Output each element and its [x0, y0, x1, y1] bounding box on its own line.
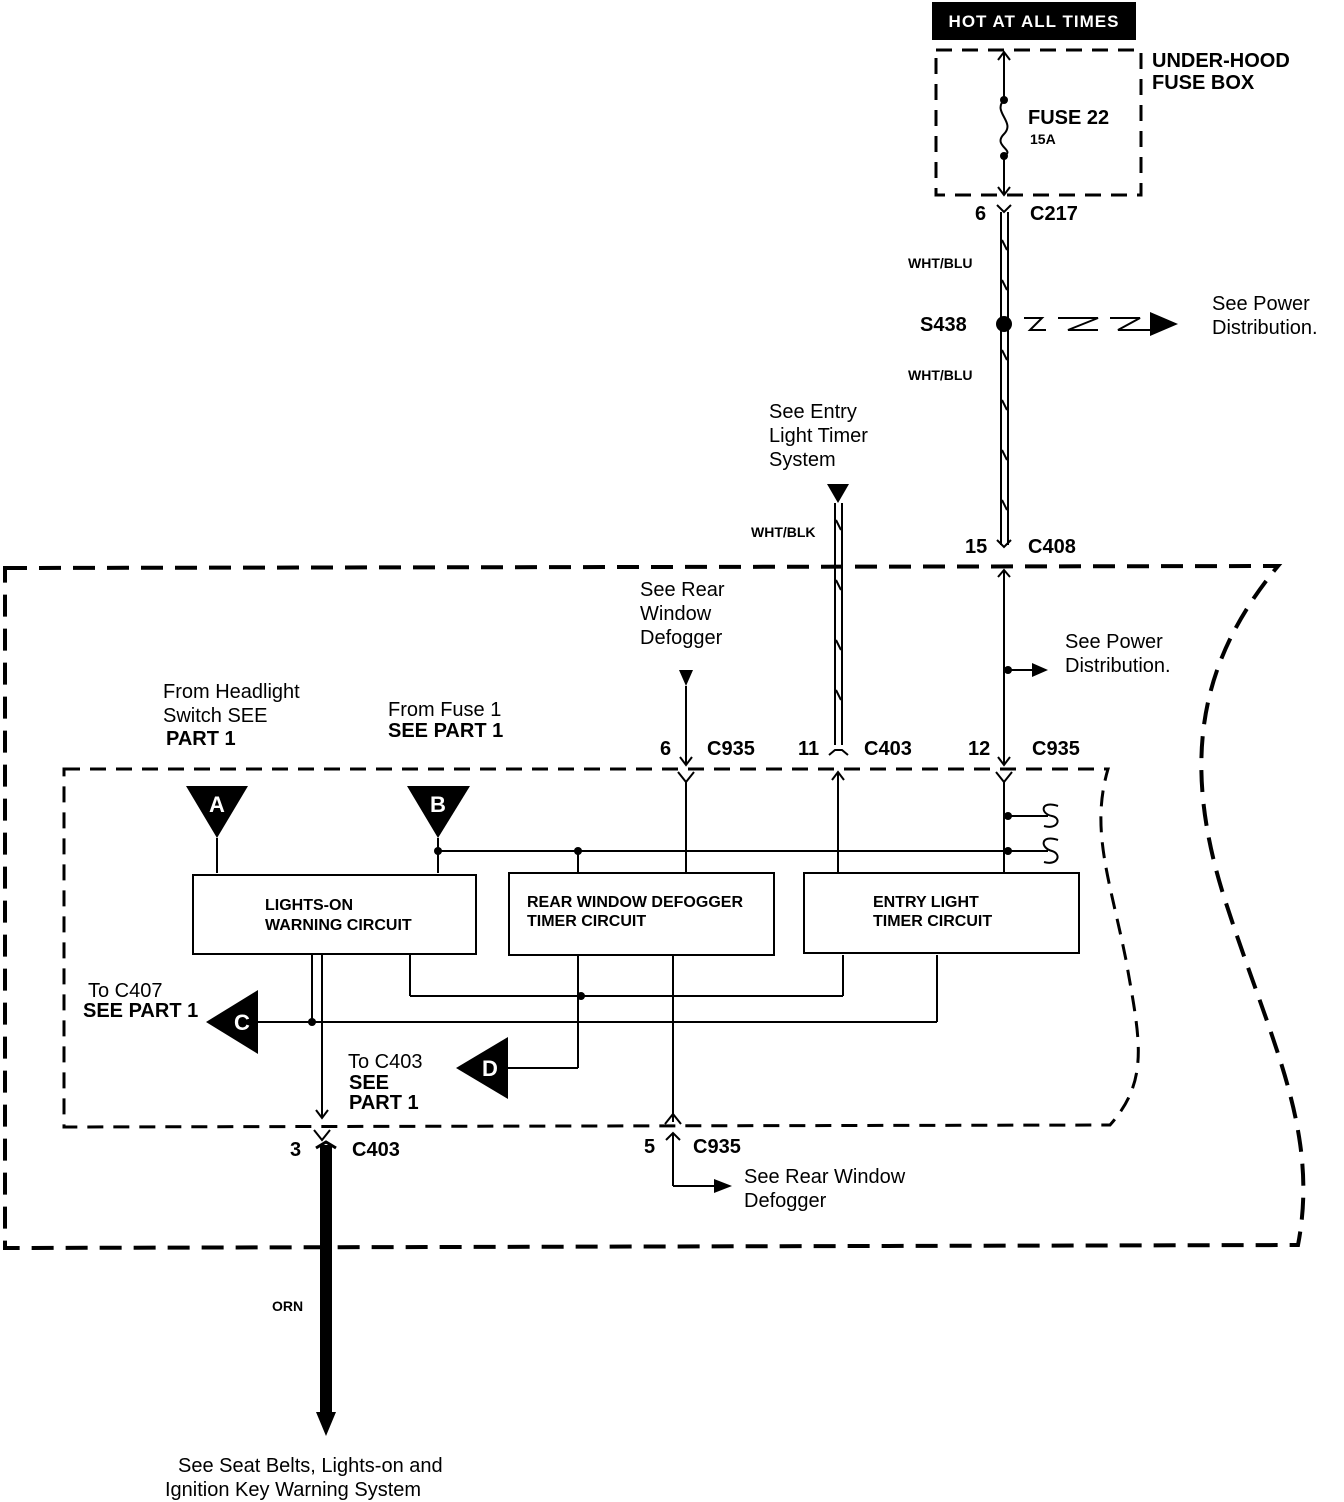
see-rear-defogger-top-1: See Rear: [640, 579, 725, 601]
lights-on-warning-label-2: WARNING CIRCUIT: [265, 917, 412, 934]
c935-6-label: C935: [707, 738, 755, 760]
c403-11-wire: [831, 770, 845, 873]
c935-12-pin: 12: [968, 738, 990, 760]
c217-label: C217: [1030, 203, 1078, 225]
c935-12-chevron-icon: [995, 771, 1013, 784]
c935-12-label: C935: [1032, 738, 1080, 760]
see-rear-defogger-top-3: Defogger: [640, 627, 723, 649]
to-c403-1: To C403: [348, 1051, 423, 1073]
triangle-a-letter: A: [209, 792, 225, 817]
orn-label: ORN: [272, 1298, 303, 1314]
s438-label: S438: [920, 314, 967, 336]
rear-defogger-label-2: TIMER CIRCUIT: [527, 913, 646, 930]
to-c403-3: PART 1: [349, 1092, 419, 1114]
wht-blu-label-bottom: WHT/BLU: [908, 367, 973, 383]
entry-light-timer-box: [803, 872, 1080, 954]
wht-blu-wire: [1000, 212, 1009, 545]
fuse-22-label: FUSE 22: [1028, 107, 1109, 129]
entry-light-label-2: TIMER CIRCUIT: [873, 913, 992, 930]
entry-light-ref-triangle-icon: [827, 484, 849, 503]
lights-on-warning-label-1: LIGHTS-ON: [265, 897, 353, 914]
outer-module-boundary: [3, 563, 1306, 1251]
fuse-box-label-2: FUSE BOX: [1152, 72, 1255, 94]
see-power-distribution-mid-1: See Power: [1065, 631, 1163, 653]
triangle-a-icon: [186, 786, 248, 838]
see-entry-light-3: System: [769, 449, 836, 471]
triangle-c-letter: C: [234, 1010, 250, 1035]
triangle-b-icon: [407, 786, 470, 838]
triangle-d-letter: D: [482, 1056, 498, 1081]
c408-pin: 15: [965, 536, 987, 558]
wht-blu-label-top: WHT/BLU: [908, 255, 973, 271]
wht-blk-wire: [834, 503, 843, 745]
fuse-box-label-1: UNDER-HOOD: [1152, 50, 1290, 72]
see-power-distribution-top-2: Distribution.: [1212, 317, 1318, 339]
c403-3-pin: 3: [290, 1139, 301, 1161]
rear-defogger-ref-triangle-icon: [679, 670, 693, 686]
fuse-22-symbol: [997, 50, 1011, 197]
c935-5-pin: 5: [644, 1136, 655, 1158]
rear-window-defogger-timer-box: [508, 872, 775, 956]
c403-11-label: C403: [864, 738, 912, 760]
fuse-22-rating: 15A: [1030, 131, 1056, 147]
see-entry-light-1: See Entry: [769, 401, 857, 423]
triangle-d-icon: [456, 1037, 508, 1099]
see-rear-defogger-top-2: Window: [640, 603, 712, 625]
to-c407-1: To C407: [88, 980, 163, 1002]
entry-light-label-1: ENTRY LIGHT: [873, 894, 979, 911]
c403-11-connector-icon: [828, 749, 849, 756]
to-c403-2: SEE: [349, 1072, 389, 1094]
from-headlight-2: Switch SEE: [163, 705, 267, 727]
see-entry-light-2: Light Timer: [769, 425, 868, 447]
fuse1-bus: [434, 782, 1059, 873]
interconnect-wires: [258, 955, 938, 1142]
c935-6-pin: 6: [660, 738, 671, 760]
c217-pin: 6: [975, 203, 986, 225]
s438-splice-dot: [996, 316, 1012, 332]
from-headlight-1: From Headlight: [163, 681, 300, 703]
c935-6-chevron-icon: [677, 771, 695, 784]
see-power-distribution-top-1: See Power: [1212, 293, 1310, 315]
c935-5-wire: [665, 1131, 732, 1193]
see-seat-belts-2: Ignition Key Warning System: [165, 1479, 421, 1501]
c408-to-c935-wire: [997, 568, 1048, 767]
orn-wire: [315, 1140, 337, 1436]
rear-defogger-label-1: REAR WINDOW DEFOGGER: [527, 894, 743, 911]
lights-on-warning-circuit-box: [192, 874, 477, 955]
c935-5-label: C935: [693, 1136, 741, 1158]
power-distribution-arrow-top: [1024, 312, 1178, 336]
c403-3-label: C403: [352, 1139, 400, 1161]
wht-blk-label: WHT/BLK: [751, 524, 816, 540]
see-seat-belts-1: See Seat Belts, Lights-on and: [178, 1455, 443, 1477]
triangle-c-icon: [206, 990, 258, 1054]
c408-label: C408: [1028, 536, 1076, 558]
hot-at-all-times-banner: [932, 2, 1136, 40]
triangle-b-letter: B: [430, 792, 446, 817]
see-rear-defogger-bottom-2: Defogger: [744, 1190, 827, 1212]
c408-connector-icon: [996, 539, 1012, 549]
to-c407-2: SEE PART 1: [83, 1000, 198, 1022]
under-hood-fuse-box: [934, 48, 1143, 197]
from-headlight-3: PART 1: [166, 728, 236, 750]
c935-6-arrow-icon: [679, 756, 693, 767]
see-rear-defogger-bottom-1: See Rear Window: [744, 1166, 906, 1188]
c403-11-pin: 11: [798, 738, 819, 760]
c217-connector-icon: [996, 204, 1012, 214]
from-fuse1-2: SEE PART 1: [388, 720, 503, 742]
hot-at-all-times-label: HOT AT ALL TIMES: [949, 12, 1120, 31]
see-power-distribution-mid-2: Distribution.: [1065, 655, 1171, 677]
from-fuse1-1: From Fuse 1: [388, 699, 501, 721]
